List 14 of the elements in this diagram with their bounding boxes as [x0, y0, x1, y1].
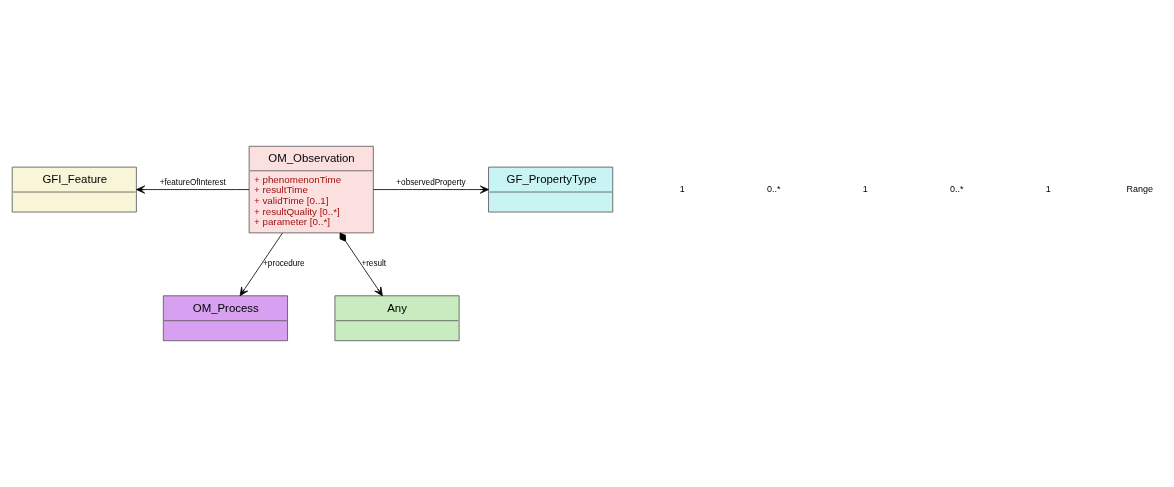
label: 1	[862, 183, 868, 194]
label: 1	[1045, 183, 1051, 194]
arrow	[339, 232, 383, 297]
label: 1	[679, 183, 685, 194]
label: Range	[1126, 183, 1153, 194]
edge-label: +result	[361, 259, 387, 269]
arrow	[373, 185, 489, 194]
arrow	[136, 185, 250, 194]
arrow	[239, 232, 283, 297]
label: 0..*	[766, 183, 781, 194]
edge-label: +featureOfInterest	[159, 177, 226, 187]
edge-label: +procedure	[263, 259, 305, 269]
label: 0..*	[949, 183, 964, 194]
edge-label: +observedProperty	[396, 177, 466, 187]
